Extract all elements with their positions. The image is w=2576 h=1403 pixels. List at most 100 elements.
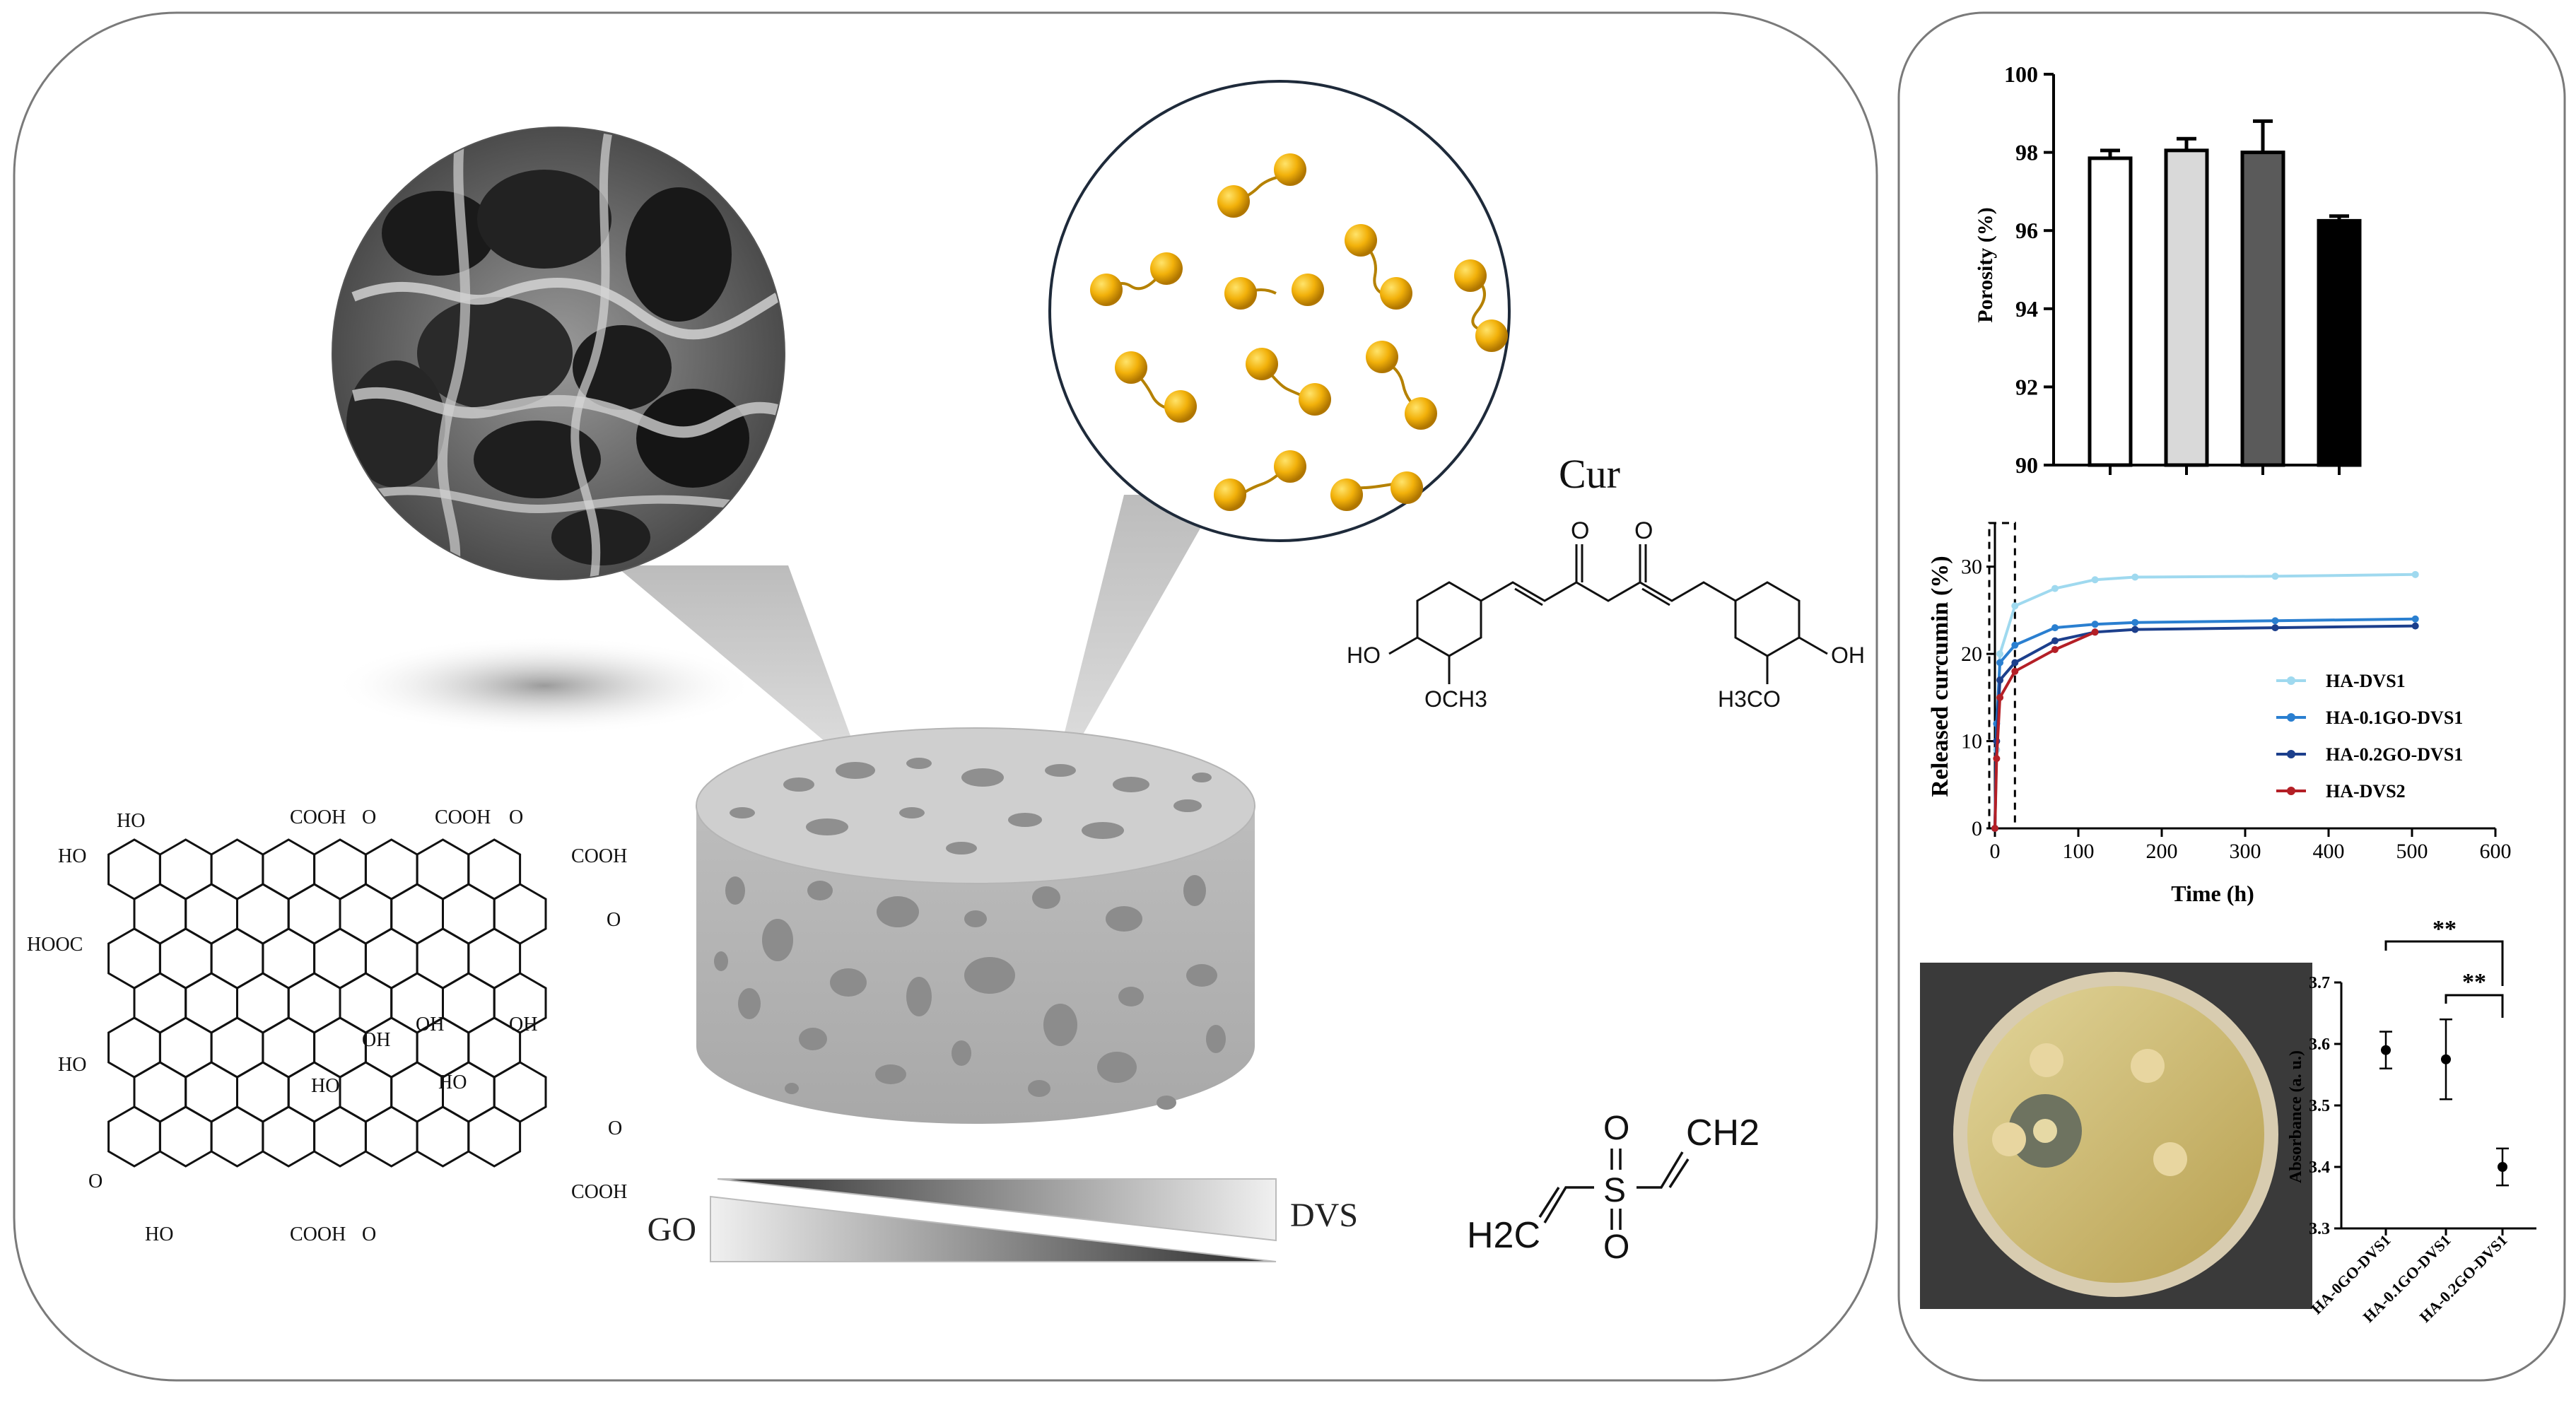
go-o-3: O: [607, 909, 621, 931]
release-data-point: [1993, 755, 2001, 763]
release-data-point: [2091, 621, 2099, 628]
release-data-point: [2271, 624, 2279, 632]
go-oh-1: OH: [416, 1014, 444, 1035]
porosity-y-tick-label: 92: [2015, 374, 2038, 399]
absorbance-y-tick-label: 3.3: [2309, 1220, 2330, 1238]
release-x-tick-label: 500: [2396, 840, 2428, 863]
release-data-point: [2051, 624, 2059, 632]
go-cooh-1: COOH: [290, 806, 346, 828]
release-data-point: [1996, 676, 2004, 684]
release-data-point: [2131, 626, 2139, 633]
release-data-point: [2131, 618, 2139, 626]
absorbance-data-point: [2498, 1162, 2507, 1172]
cur-o2: O: [1634, 517, 1653, 544]
release-x-tick-label: 200: [2146, 840, 2178, 863]
go-dvs-gradient: GO DVS: [648, 1178, 1358, 1262]
porous-scaffold: [696, 727, 1255, 1124]
go-oh-3: OH: [362, 1029, 390, 1051]
absorbance-ylabel: Absorbance (a. u.): [2287, 1050, 2305, 1183]
cur-oh: OH: [1831, 642, 1865, 668]
release-data-point: [2131, 573, 2139, 581]
significance-bracket: [2445, 994, 2504, 1018]
go-cooh-5: COOH: [290, 1223, 346, 1245]
significance-bracket: [2384, 940, 2504, 986]
cur-ho: HO: [1347, 642, 1381, 668]
dvs-ch2: CH2: [1686, 1113, 1760, 1153]
go-ho-3: HO: [58, 1054, 86, 1076]
release-data-point: [2411, 570, 2419, 578]
release-data-point: [2011, 659, 2019, 667]
cur-h3co: H3CO: [1718, 686, 1781, 712]
legend-marker: [2287, 676, 2295, 685]
legend-label: HA-0.1GO-DVS1: [2326, 708, 2463, 728]
dvs-o-top: O: [1603, 1110, 1629, 1147]
significance-label: **: [2462, 969, 2486, 995]
graphene-oxide-structure: HO COOH O COOH O HO COOH HOOC O OH OH OH…: [27, 806, 627, 1245]
porosity-bar: [2240, 151, 2285, 467]
curcumin-nanoparticle-view: [1048, 80, 1511, 542]
go-cooh-2: COOH: [435, 806, 491, 828]
release-data-point: [2011, 602, 2019, 610]
significance-label: **: [2432, 916, 2457, 942]
porosity-bar: [2088, 156, 2133, 467]
release-data-point: [2051, 637, 2059, 645]
release-y-tick-label: 10: [1961, 730, 1982, 753]
release-x-tick-label: 100: [2063, 840, 2095, 863]
legend-label: HA-DVS1: [2326, 671, 2406, 691]
cur-och3: OCH3: [1424, 686, 1487, 712]
curcumin-structure: Cur O O HO OCH3 H3CO OH: [1347, 451, 1865, 712]
porosity-y-tick-label: 100: [2004, 61, 2038, 87]
porosity-ylabel: Porosity (%): [1974, 207, 1997, 323]
porosity-y-tick-label: 94: [2015, 296, 2038, 322]
go-cooh-4: COOH: [571, 1181, 627, 1203]
go-o-5: O: [88, 1170, 103, 1192]
go-o-2: O: [509, 806, 523, 828]
go-ho-5: HO: [438, 1072, 467, 1093]
go-o-4: O: [608, 1117, 622, 1139]
dvs-structure: S O O CH2 H2C: [1467, 1110, 1760, 1266]
main-panel: [13, 11, 1878, 1382]
dvs-h2c: H2C: [1467, 1215, 1540, 1256]
dvs-s: S: [1603, 1172, 1626, 1209]
release-y-tick-label: 0: [1972, 817, 1982, 840]
release-data-point: [2011, 641, 2019, 649]
absorbance-y-tick-label: 3.6: [2309, 1035, 2330, 1054]
release-x-tick-label: 400: [2313, 840, 2345, 863]
release-data-point: [1991, 825, 1998, 832]
sem-beam: [615, 565, 855, 749]
release-data-point: [2051, 645, 2059, 653]
dvs-label: DVS: [1290, 1197, 1358, 1234]
cur-o1: O: [1571, 517, 1589, 544]
go-ho-6: HO: [145, 1223, 173, 1245]
porosity-y-tick-label: 90: [2015, 452, 2038, 478]
cur-label: Cur: [1559, 451, 1620, 497]
absorbance-data-point: [2381, 1045, 2391, 1055]
porosity-y-tick-label: 96: [2015, 218, 2038, 243]
absorbance-data-point: [2441, 1054, 2451, 1064]
release-ylabel: Released curcumin (%): [1927, 556, 1953, 797]
go-oh-2: OH: [509, 1014, 537, 1035]
release-data-point: [2411, 615, 2419, 623]
petri-dish-photo: [1920, 963, 2312, 1309]
release-xlabel: Time (h): [2171, 881, 2254, 906]
legend-label: HA-DVS2: [2326, 781, 2406, 802]
porosity-bar: [2317, 218, 2362, 467]
go-cooh-3: COOH: [571, 845, 627, 867]
dvs-o-bottom: O: [1603, 1228, 1629, 1266]
release-data-point: [2411, 622, 2419, 630]
sem-shadow: [332, 636, 756, 735]
go-label: GO: [648, 1211, 696, 1248]
release-data-point: [2271, 617, 2279, 625]
release-data-point: [2271, 573, 2279, 580]
legend-marker: [2287, 750, 2295, 758]
go-ho-2: HO: [58, 845, 86, 867]
go-ho-1: HO: [117, 810, 145, 832]
release-y-tick-label: 20: [1961, 642, 1982, 666]
release-x-tick-label: 600: [2480, 840, 2512, 863]
go-hexagon: [467, 1105, 522, 1168]
legend-label: HA-0.2GO-DVS1: [2326, 744, 2463, 765]
release-data-point: [1996, 693, 2004, 701]
